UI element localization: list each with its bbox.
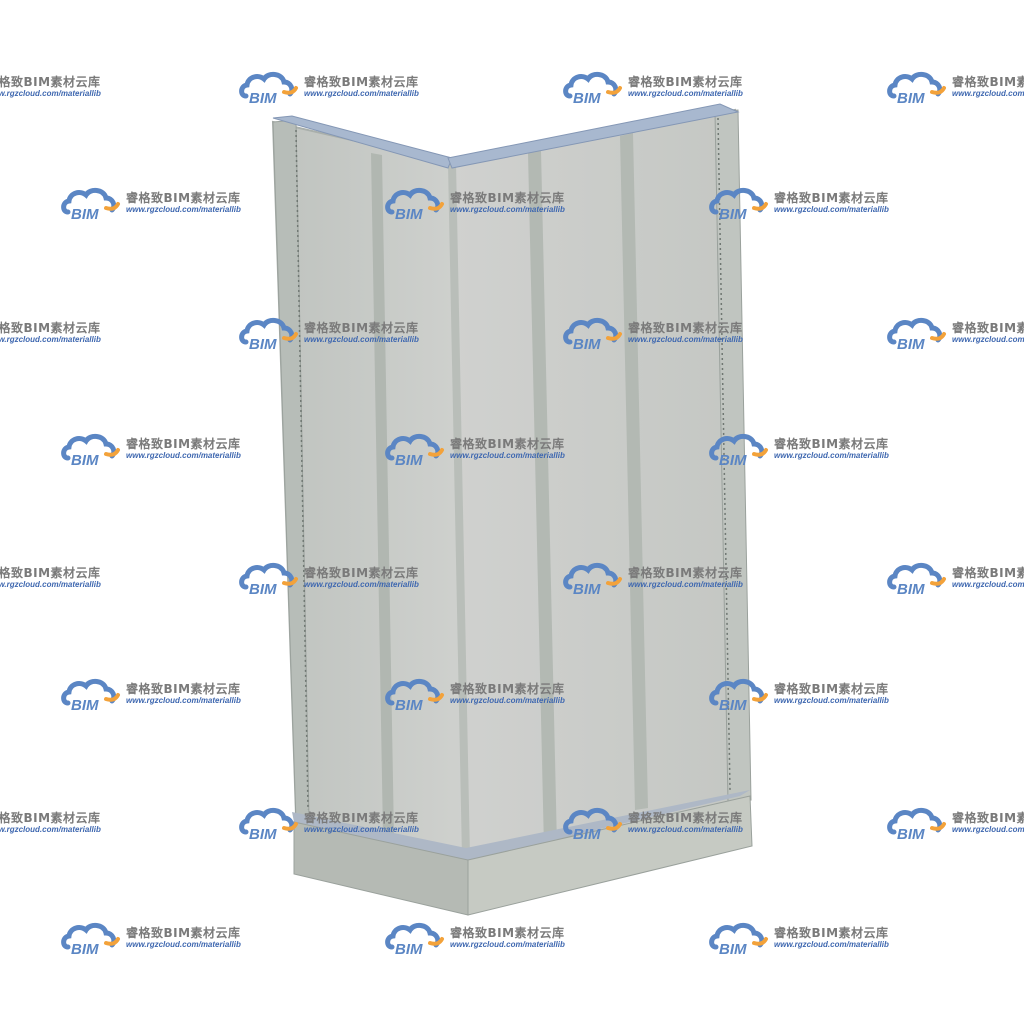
right-glass-panel <box>450 108 750 860</box>
left-seal-strip <box>295 129 309 811</box>
right-door-edge-1 <box>528 150 557 848</box>
top-rail-right <box>447 103 740 169</box>
shower-tray-right-face <box>467 795 753 916</box>
left-door-edge <box>371 153 394 838</box>
shower-tray-top <box>292 790 750 860</box>
corner-edge <box>448 163 470 858</box>
right-door-edge-2 <box>620 133 648 810</box>
